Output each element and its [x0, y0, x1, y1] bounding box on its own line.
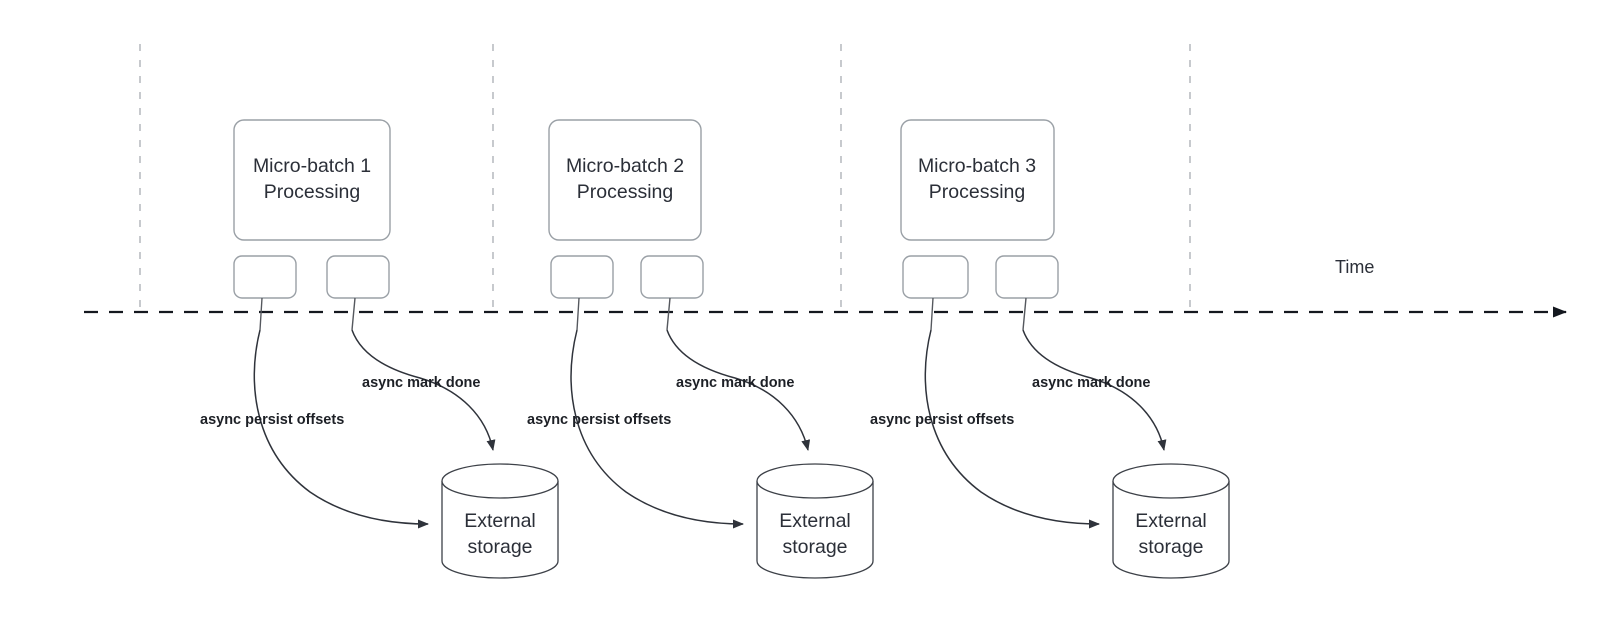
external-storage-3-label-line1: External: [1135, 510, 1207, 532]
time-axis-label: Time: [1335, 257, 1374, 277]
external-storage-1-label-line1: External: [464, 510, 536, 532]
persist-offsets-1-label: async persist offsets: [200, 412, 344, 428]
external-storage-3-body: [1112, 481, 1230, 579]
task-box-2a[interactable]: [550, 255, 614, 299]
persist-offsets-2-curve: [570, 329, 744, 529]
external-storage-1[interactable]: External storage: [441, 463, 559, 579]
external-storage-3-top: [1112, 463, 1230, 499]
external-storage-2-body: [756, 481, 874, 579]
micro-batch-2-label-line1: Micro-batch 2: [566, 155, 684, 177]
time-axis: Time: [84, 257, 1567, 318]
mark-done-2-label: async mark done: [676, 375, 794, 391]
external-storage-1-top: [441, 463, 559, 499]
micro-batch-3-label-line2: Processing: [929, 181, 1025, 203]
group-2: Micro-batch 2 Processing async persist o…: [527, 119, 874, 579]
external-storage-1-label-line2: storage: [467, 536, 532, 558]
external-storage-2-label-line1: External: [779, 510, 851, 532]
external-storage-2-top: [756, 463, 874, 499]
micro-batch-1-label-line2: Processing: [264, 181, 360, 203]
task-box-2a-stem: [576, 297, 580, 331]
task-box-3b-stem: [1022, 297, 1027, 331]
persist-offsets-3-label: async persist offsets: [870, 412, 1014, 428]
external-storage-3[interactable]: External storage: [1112, 463, 1230, 579]
task-box-3b[interactable]: [995, 255, 1059, 299]
micro-batch-2-label-line2: Processing: [577, 181, 673, 203]
group-3: Micro-batch 3 Processing async persist o…: [870, 119, 1230, 579]
task-box-1b[interactable]: [326, 255, 390, 299]
gridlines-layer: [139, 44, 1191, 312]
micro-batch-2-box[interactable]: [548, 119, 702, 241]
external-storage-2[interactable]: External storage: [756, 463, 874, 579]
task-box-2b-stem: [666, 297, 671, 331]
task-box-2b[interactable]: [640, 255, 704, 299]
group-1: Micro-batch 1 Processing async persist o…: [200, 119, 559, 579]
task-box-3a-stem: [930, 297, 934, 331]
task-box-3a[interactable]: [902, 255, 969, 299]
task-box-1a[interactable]: [233, 255, 297, 299]
persist-offsets-3-curve: [924, 329, 1100, 529]
persist-offsets-1-curve: [253, 329, 429, 529]
micro-batch-1-label-line1: Micro-batch 1: [253, 155, 371, 177]
mark-done-3-label: async mark done: [1032, 375, 1150, 391]
micro-batch-3-box[interactable]: [900, 119, 1055, 241]
task-box-1a-stem: [259, 297, 263, 331]
mark-done-3-curve: [1022, 329, 1167, 451]
persist-offsets-2-label: async persist offsets: [527, 412, 671, 428]
mark-done-1-curve: [351, 329, 496, 451]
external-storage-1-body: [441, 481, 559, 579]
mark-done-1-label: async mark done: [362, 375, 480, 391]
micro-batch-3-label-line1: Micro-batch 3: [918, 155, 1036, 177]
task-box-1b-stem: [351, 297, 356, 331]
micro-batch-1-box[interactable]: [233, 119, 391, 241]
external-storage-2-label-line2: storage: [782, 536, 847, 558]
external-storage-3-label-line2: storage: [1138, 536, 1203, 558]
mark-done-2-curve: [666, 329, 811, 451]
